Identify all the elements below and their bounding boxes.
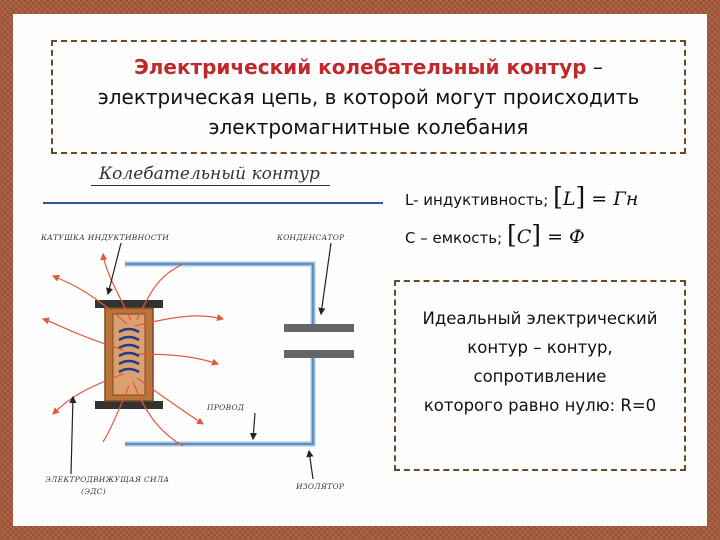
ideal-line-4: которого равно нулю: R=0	[423, 396, 657, 415]
capacitance-label: C – емкость;	[405, 229, 503, 247]
slide: Электрический колебательный контур – эле…	[13, 14, 707, 526]
label-emf-line1: ЭЛЕКТРОДВИЖУЩАЯ СИЛА	[45, 475, 170, 484]
capacitance-definition: C – емкость; [C] = Ф	[405, 220, 585, 249]
title-highlight: Электрический колебательный контур	[134, 55, 587, 79]
ideal-line-3: сопротивление	[473, 367, 607, 386]
label-insulator: ИЗОЛЯТОР	[296, 482, 345, 491]
label-pointers	[69, 242, 332, 480]
label-capacitor: КОНДЕНСАТОР	[277, 233, 345, 242]
title-box: Электрический колебательный контур – эле…	[51, 40, 686, 154]
label-coil: КАТУШКА ИНДУКТИВНОСТИ	[41, 233, 170, 242]
inductance-formula: [L] = Гн	[553, 182, 639, 211]
wire-loop	[125, 261, 316, 447]
circuit-diagram	[41, 242, 354, 480]
ideal-circuit-box: Идеальный электрический контур – контур,…	[394, 280, 686, 471]
magnetic-field-lines	[41, 252, 225, 447]
title-line-1: Электрический колебательный контур –	[53, 52, 684, 82]
inductance-label: L- индуктивность;	[405, 191, 549, 209]
label-wire: ПРОВОД	[207, 403, 245, 412]
capacitor-plates	[284, 324, 354, 358]
inductance-definition: L- индуктивность; [L] = Гн	[405, 182, 638, 211]
heading-rule	[43, 202, 383, 204]
label-emf-line2: (ЭДС)	[81, 487, 106, 496]
title-line-2: электрическая цепь, в которой могут прои…	[97, 85, 640, 109]
diagram-heading: Колебательный контур	[91, 164, 330, 186]
capacitance-formula: [C] = Ф	[506, 220, 585, 249]
ideal-line-2: контур – контур,	[467, 338, 613, 357]
title-dash: –	[586, 55, 603, 79]
ideal-line-1: Идеальный электрический	[422, 309, 658, 328]
title-line-3: электромагнитные колебания	[208, 115, 529, 139]
